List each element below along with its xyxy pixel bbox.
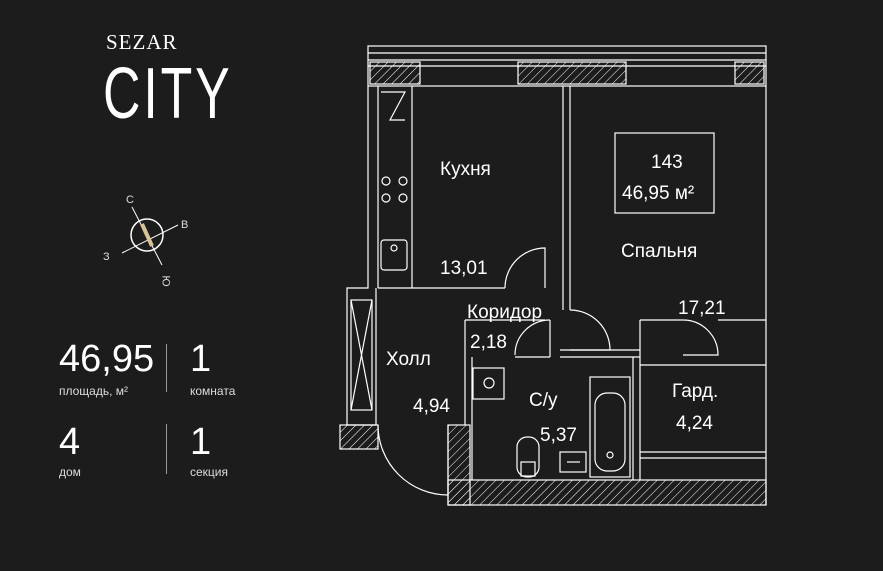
room-hall-name: Холл	[386, 349, 431, 370]
stat-rooms-label: комната	[190, 384, 236, 398]
compass-west-label: З	[103, 251, 110, 263]
room-corridor-name: Коридор	[467, 302, 543, 323]
stat-area-value: 46,95	[59, 338, 155, 380]
room-bedroom-area: 17,21	[678, 298, 726, 319]
room-bathroom-area: 5,37	[540, 425, 577, 446]
stat-section-label: секция	[190, 465, 228, 479]
stat-area-label: площадь, м²	[59, 384, 129, 398]
stat-rooms-value: 1	[190, 338, 212, 380]
room-kitchen-name: Кухня	[440, 159, 491, 180]
room-hall-area: 4,94	[413, 396, 450, 417]
brand-logo-city: CITY	[103, 54, 233, 134]
room-bedroom-name: Спальня	[621, 241, 698, 262]
apartment-number: 143	[651, 152, 683, 173]
apartment-total-area: 46,95 м²	[622, 183, 695, 204]
stat-divider-bottom	[166, 424, 167, 474]
stat-building-value: 4	[59, 421, 81, 463]
compass-north-label: С	[126, 194, 134, 206]
brand-logo-top: SEZAR	[106, 30, 178, 54]
stat-building-label: дом	[59, 465, 81, 479]
compass-icon	[121, 206, 179, 266]
room-wardrobe-name: Гард.	[672, 381, 719, 402]
room-corridor-area: 2,18	[470, 332, 507, 353]
room-kitchen-area: 13,01	[440, 258, 488, 279]
room-bathroom-name: С/у	[529, 390, 558, 411]
compass-east-label: В	[181, 219, 189, 231]
stat-section-value: 1	[190, 421, 212, 463]
room-wardrobe-area: 4,24	[676, 413, 713, 434]
stat-divider-top	[166, 344, 167, 392]
